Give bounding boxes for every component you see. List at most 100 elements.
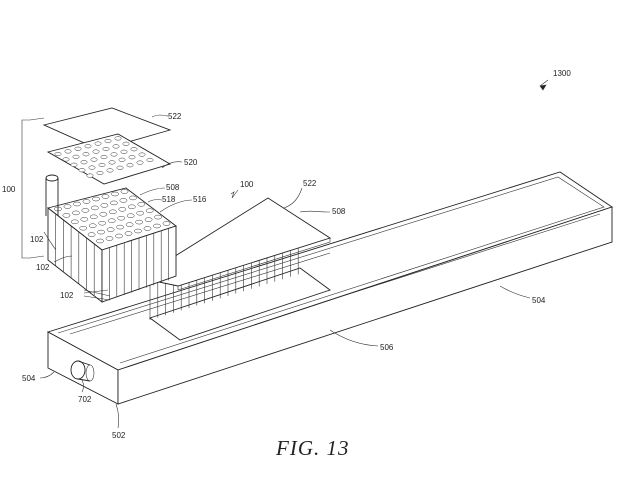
label-102-b: 102 [36,263,50,272]
cell-top [125,222,134,227]
plate-hole [70,162,78,167]
cell-top [144,217,153,222]
plate-hole [78,168,86,173]
plate-hole [118,157,126,162]
cell-top [87,232,96,237]
cell-top [80,217,89,222]
label-504-left: 504 [22,374,36,383]
plate-hole [104,138,112,144]
cell-top [136,210,145,216]
plate-hole [88,165,96,170]
label-100-left: 100 [2,185,16,194]
plate-hole [84,144,92,149]
plate-hole [110,152,118,157]
exploded-module [42,107,177,303]
plate-hole [122,141,130,146]
cell-top [129,195,137,201]
cell-top [134,228,142,234]
cell-top [91,205,99,211]
cell-top [82,199,91,204]
cell-top [116,224,124,230]
plate-hole [64,149,72,154]
plate-hole [54,151,62,157]
plate-hole [128,155,136,160]
plate-hole [90,157,98,162]
plate-hole [74,146,82,151]
cell-top [127,204,136,210]
cell-top [117,215,126,221]
cell-top [115,233,123,239]
plate-hole [92,149,100,154]
cell-top [100,203,109,208]
cell-top [96,238,104,244]
label-522-top: 522 [168,112,182,121]
cell-top [98,220,107,226]
cell-top [135,219,143,225]
cell-top [119,198,128,203]
plate-hole [112,144,120,149]
inlet-port [70,360,95,382]
plate-hole [102,146,110,152]
cell-top [137,202,146,207]
plate-hole [138,152,146,157]
cell-top [62,213,71,218]
label-102-a: 102 [30,235,44,244]
label-502: 502 [112,431,126,440]
label-508-right: 508 [332,207,346,216]
plate-hole [108,160,116,165]
cell-top [154,214,162,220]
plate-hole [146,157,154,163]
cell-top [101,194,110,199]
label-522-mid: 522 [303,179,317,188]
cell-top [124,231,133,236]
label-516: 516 [193,195,207,204]
bracket-100 [21,119,30,259]
cell-top [81,208,90,213]
cell-top [162,221,171,226]
cell-top [105,236,114,241]
cell-top [89,214,98,220]
plate-hole [100,154,108,160]
leader-lines [39,79,549,429]
label-520: 520 [184,158,198,167]
cell-top [99,212,108,217]
plate-hole [86,173,94,178]
plate-hole [94,141,102,146]
plate-hole [62,157,70,162]
cell-top [79,225,88,231]
cell-top [111,191,119,197]
plate-hole [96,170,104,176]
cell-top [92,196,100,202]
label-504-right: 504 [532,296,546,305]
cell-top [143,226,152,231]
label-102-c: 102 [60,291,74,300]
cell-top [63,204,72,209]
cell-top [145,208,154,213]
cell-top [153,223,161,229]
label-506: 506 [380,343,394,352]
battery-module-in-tray [138,197,332,341]
figure-caption: FIG. 13 [275,436,350,460]
plate-hole [106,168,114,173]
reference-labels: 1300 522 520 100 508 518 516 100 522 508… [2,69,571,440]
cell-top [118,207,127,212]
plate-hole [82,152,90,157]
cell-top [110,200,118,206]
plate-hole [130,147,138,152]
label-508-left: 508 [166,183,180,192]
plate-hole [126,163,134,168]
cell-top [108,209,117,215]
cell-top [120,189,129,194]
cell-top [97,229,105,235]
label-1300: 1300 [553,69,571,78]
cell-top [73,201,81,207]
plate-hole [114,136,122,141]
label-518: 518 [162,195,176,204]
plate-hole [80,160,88,165]
cell-top [70,219,79,225]
cell-top [72,210,80,216]
cell-top [88,223,97,228]
cell-top [106,227,115,232]
